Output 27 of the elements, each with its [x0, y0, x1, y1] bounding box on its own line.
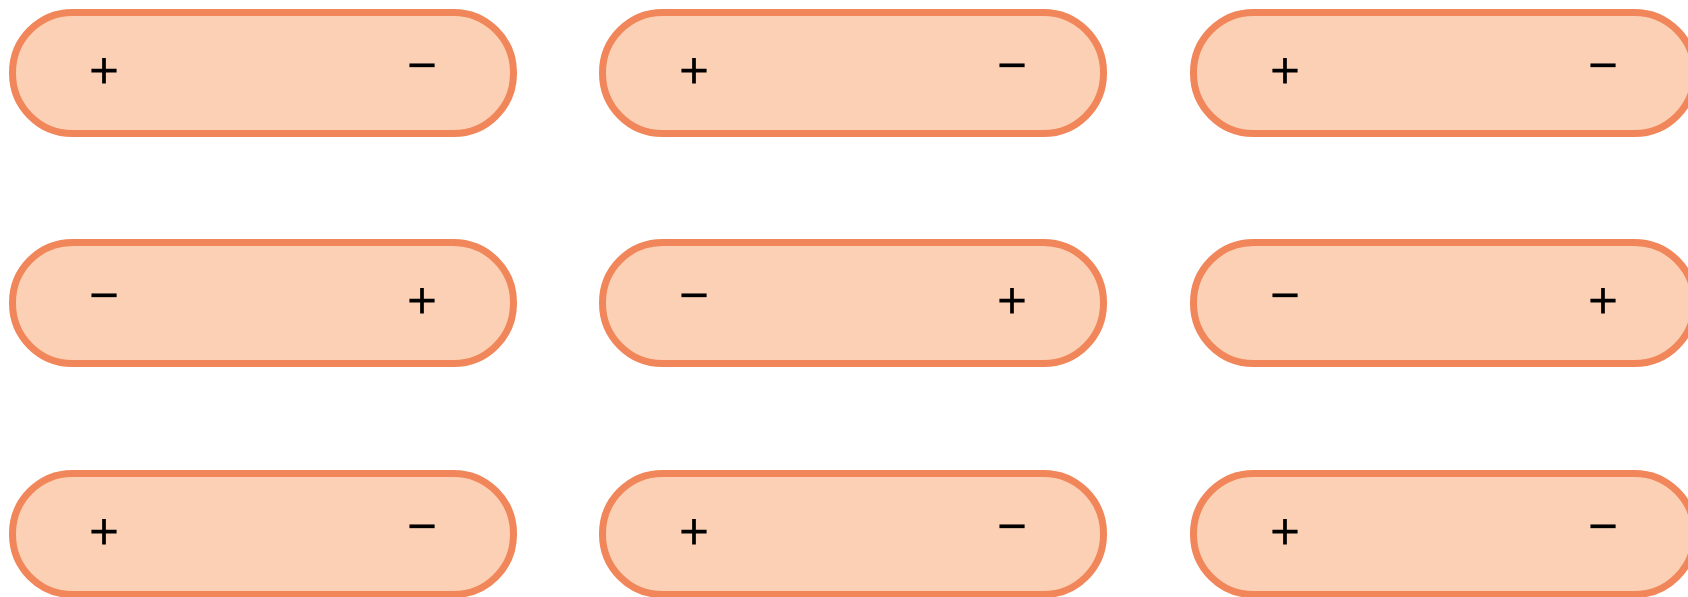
sign-symbol: − — [409, 524, 435, 529]
sign-symbol: + — [999, 288, 1025, 314]
capsule — [9, 470, 517, 597]
capsule — [9, 9, 517, 137]
sign-symbol: − — [999, 63, 1025, 68]
capsule — [599, 470, 1107, 597]
sign-symbol: − — [91, 293, 117, 298]
sign-symbol: − — [1590, 63, 1616, 68]
sign-symbol: − — [1590, 524, 1616, 529]
sign-symbol: + — [409, 288, 435, 314]
sign-symbol: − — [1272, 293, 1298, 298]
capsule — [599, 239, 1107, 367]
capsule — [1190, 239, 1688, 367]
capsule — [9, 239, 517, 367]
sign-symbol: + — [681, 58, 707, 84]
sign-symbol: + — [1272, 519, 1298, 545]
sign-symbol: − — [681, 293, 707, 298]
sign-symbol: − — [409, 63, 435, 68]
capsule — [1190, 470, 1688, 597]
sign-symbol: + — [91, 58, 117, 84]
sign-symbol: − — [999, 524, 1025, 529]
capsule — [599, 9, 1107, 137]
sign-symbol: + — [681, 519, 707, 545]
sign-symbol: + — [1590, 288, 1616, 314]
sign-symbol: + — [1272, 58, 1298, 84]
sign-symbol: + — [91, 519, 117, 545]
capsule — [1190, 9, 1688, 137]
